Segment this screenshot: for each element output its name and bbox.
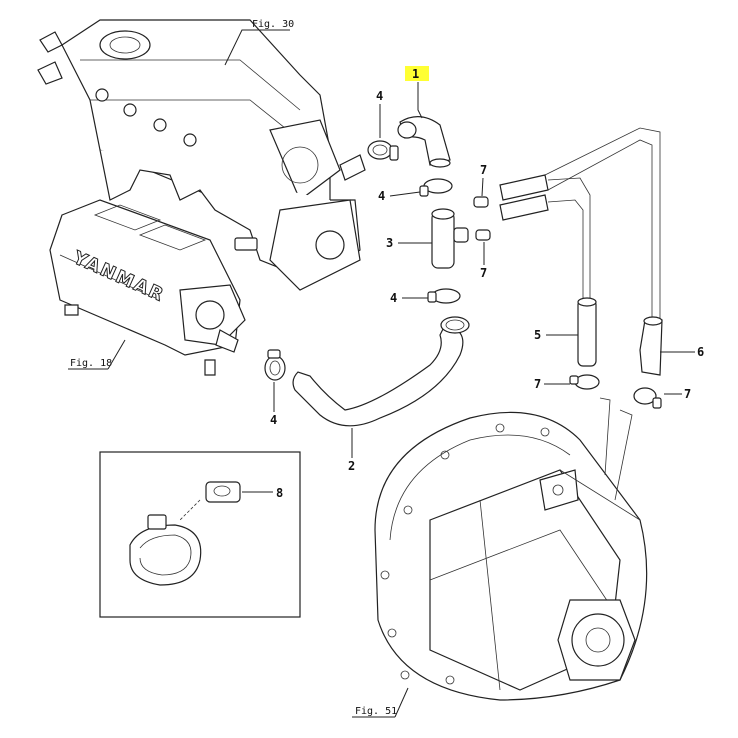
part-4-hose-clamp-4: 4 xyxy=(264,349,286,427)
callout-4a: 4 xyxy=(376,89,383,103)
callout-2: 2 xyxy=(348,459,355,473)
part-4-hose-clamp-top: 4 xyxy=(367,89,399,161)
callout-4d: 4 xyxy=(270,413,277,427)
figure-ref-30-label: Fig. 30 xyxy=(252,19,294,30)
part-3-tee-joint: 3 xyxy=(386,208,469,269)
callout-7b: 7 xyxy=(480,266,487,280)
callout-7c: 7 xyxy=(534,377,541,391)
callout-4c: 4 xyxy=(390,291,397,305)
figure-ref-18-label: Fig. 18 xyxy=(70,358,112,369)
part-7-clip-b: 7 xyxy=(475,229,491,280)
part-4-hose-clamp-2: 4 xyxy=(378,178,453,203)
intercooler-assembly: YANMAR xyxy=(49,199,246,376)
flywheel-housing xyxy=(374,397,648,701)
part-8-clip: 8 xyxy=(205,481,283,503)
coolant-pipes xyxy=(499,127,661,320)
callout-7d: 7 xyxy=(684,387,691,401)
figure-ref-51-label: Fig. 51 xyxy=(355,706,397,717)
part-7-clip-c: 7 xyxy=(534,374,600,391)
callout-4b: 4 xyxy=(378,189,385,203)
part-4-hose-clamp-3: 4 xyxy=(390,288,461,305)
highlight-marker xyxy=(405,66,429,81)
callout-7a: 7 xyxy=(480,163,487,177)
part-2-main-hose: 2 xyxy=(292,316,470,473)
part-6-hose: 6 xyxy=(639,316,704,376)
figure-ref-30: Fig. 30 xyxy=(224,19,294,66)
figure-ref-18: Fig. 18 xyxy=(68,339,126,370)
part-1-elbow-hose: 1 xyxy=(397,66,451,168)
callout-8: 8 xyxy=(276,486,283,500)
callout-3: 3 xyxy=(386,236,393,250)
part-7-clip-a: 7 xyxy=(473,163,489,208)
inset-detail-box: 8 xyxy=(99,451,301,618)
callout-1: 1 xyxy=(412,67,419,81)
figure-ref-51: Fig. 51 xyxy=(352,687,409,718)
part-7-clip-d: 7 xyxy=(633,387,691,409)
callout-6: 6 xyxy=(697,345,704,359)
part-5-hose: 5 xyxy=(534,297,597,367)
callout-5: 5 xyxy=(534,328,541,342)
engine-cylinder-head xyxy=(37,19,366,291)
